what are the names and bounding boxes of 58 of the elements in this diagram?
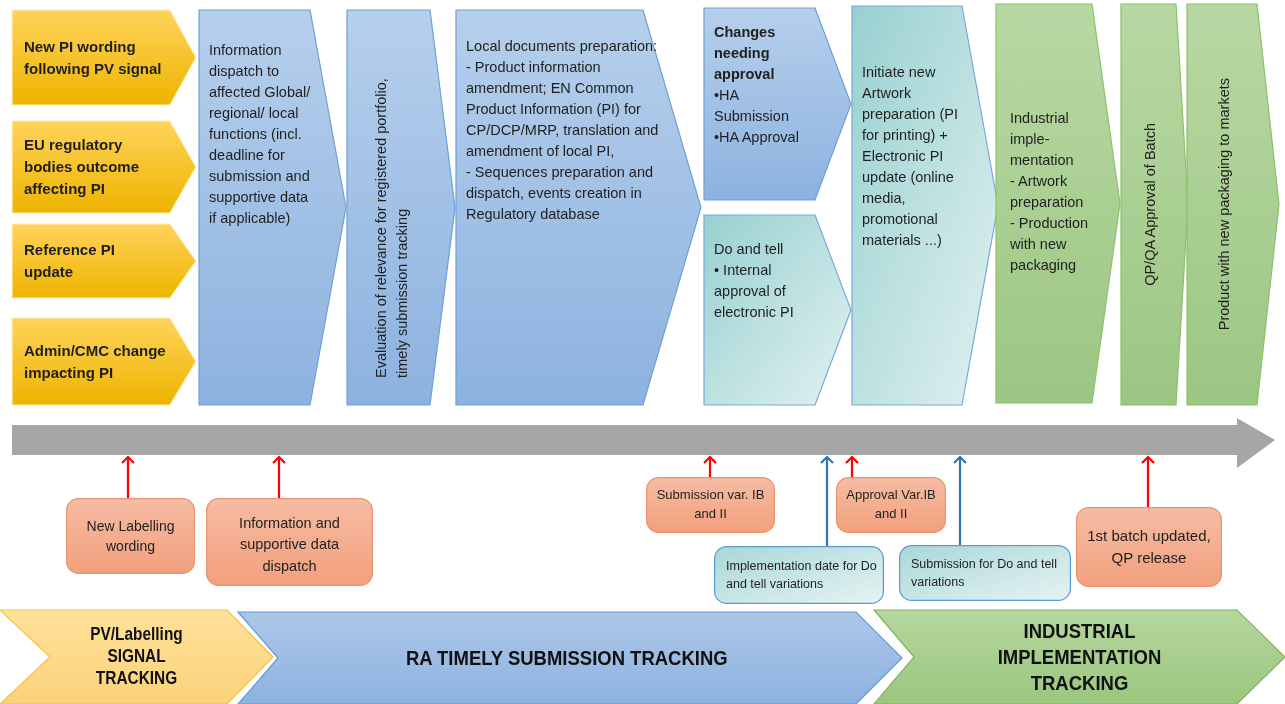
- step-text: QP/QA Approval of Batch: [1141, 123, 1159, 286]
- milestone-text: New Labelling wording: [85, 516, 176, 556]
- milestone-text: Approval Var.IB and II: [845, 486, 937, 523]
- step-text: - Product information amendment; EN Common Product Information (PI) for CP/DCP/MRP, translation and amendment of local PI,: [466, 58, 660, 162]
- phase-title: PV/Labelling SIGNAL TRACKING: [89, 624, 184, 690]
- milestone-callout: [206, 498, 373, 586]
- milestone-arrow: [120, 455, 136, 498]
- approval-step-panel: [1121, 4, 1188, 405]
- milestone-arrow: [1140, 455, 1156, 507]
- step-text: New PI wording following PV signal: [24, 36, 163, 79]
- milestone-callout: [899, 545, 1071, 601]
- do-and-tell-step-panel: [704, 215, 851, 405]
- milestone-text: Submission var. IB and II: [655, 486, 766, 523]
- phase-band: [0, 610, 273, 704]
- step-text: Information dispatch to affected Global/ regional/ local functions (incl. deadline for submission and supportive data if applicable): [209, 41, 312, 229]
- input-step-panel: [12, 318, 196, 405]
- step-heading: Do and tell: [714, 240, 785, 259]
- step-text: Evaluation of relevance for registered portfolio, timely submission tracking: [372, 76, 411, 378]
- step-text: Admin/CMC change impacting PI: [24, 340, 166, 383]
- step-heading: Changes needing approval: [714, 23, 777, 85]
- milestone-text: 1st batch updated, QP release: [1086, 526, 1212, 568]
- step-text: Reference PI update: [24, 240, 116, 282]
- market-step-panel: [1187, 4, 1279, 405]
- milestone-callout: [836, 477, 946, 533]
- timeline-arrow: [12, 418, 1275, 468]
- implementation-step-panel: [996, 4, 1120, 403]
- milestone-callout: [646, 477, 775, 533]
- step-text: Local documents preparation:: [466, 37, 659, 56]
- step-text: Industrial imple-mentation: [1010, 109, 1075, 171]
- milestone-arrow: [819, 455, 835, 546]
- input-step-panel: [12, 224, 196, 298]
- process-step-panel: [347, 10, 455, 405]
- phase-band: [874, 610, 1285, 704]
- milestone-arrow: [702, 455, 718, 477]
- milestone-text: Implementation date for Do and tell variations: [726, 557, 878, 593]
- milestone-callout: [1076, 507, 1222, 587]
- bullet-item: •HA Approval: [714, 128, 800, 148]
- process-step-panel: [199, 10, 346, 405]
- step-text: Product with new packaging to markets: [1215, 78, 1234, 331]
- milestone-text: Information and supportive data dispatch: [238, 514, 341, 576]
- milestone-callout: [714, 546, 884, 604]
- bullet-item: • Internal approval of electronic PI: [714, 261, 795, 323]
- phase-title: RA TIMELY SUBMISSION TRACKING: [406, 644, 728, 671]
- phase-title: INDUSTRIAL IMPLEMENTATION TRACKING: [996, 617, 1163, 697]
- milestone-arrow: [844, 455, 860, 477]
- milestone-callout: [66, 498, 195, 574]
- approval-step-panel: [704, 8, 851, 200]
- milestone-text: Submission for Do and tell variations: [911, 555, 1058, 591]
- step-text: EU regulatory bodies outcome affecting PI: [24, 135, 140, 199]
- milestone-arrow: [952, 455, 968, 545]
- bullet-item: •HA Submission: [714, 86, 790, 127]
- milestone-arrow: [271, 455, 287, 498]
- step-text: - Sequences preparation and dispatch, events creation in Regulatory database: [466, 163, 655, 225]
- input-step-panel: [12, 121, 196, 213]
- step-text: - Artwork preparation: [1010, 172, 1085, 213]
- input-step-panel: [12, 10, 196, 105]
- step-text: - Production with new packaging: [1010, 214, 1090, 276]
- step-text: Initiate new Artwork preparation (PI for printing) + Electronic PI update (online media, promotional materials ...): [862, 63, 959, 251]
